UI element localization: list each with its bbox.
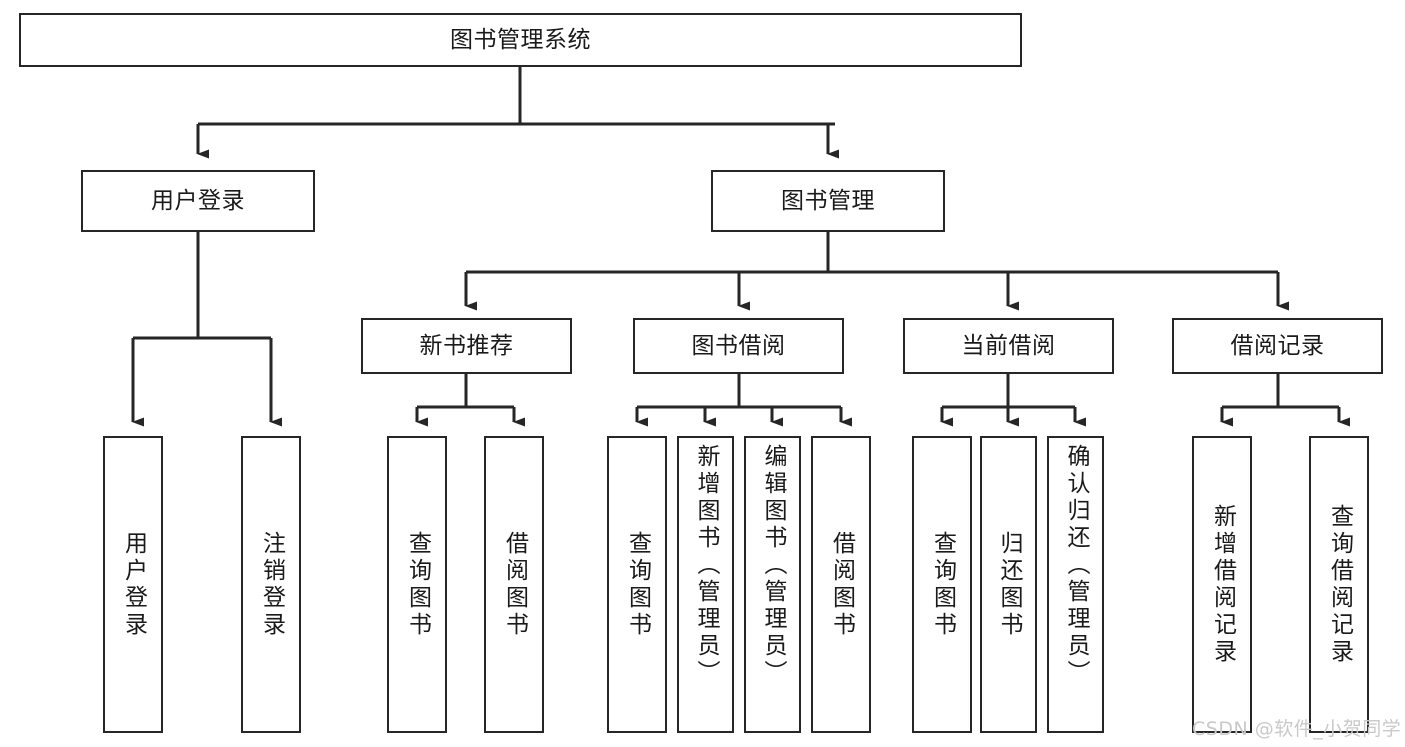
node-leaf-add-record[interactable]: 新增借阅记录 (1192, 436, 1252, 733)
node-leaf-query-book-2[interactable]: 查询图书 (607, 436, 667, 733)
node-label: 新书推荐 (419, 332, 514, 359)
node-leaf-borrow-book-2[interactable]: 借阅图书 (811, 436, 871, 733)
node-leaf-query-book-1[interactable]: 查询图书 (387, 436, 447, 733)
node-leaf-return-book[interactable]: 归还图书 (980, 436, 1037, 733)
node-leaf-add-book[interactable]: 新增图书（管理员） (677, 436, 734, 733)
node-leaf-user-login[interactable]: 用户登录 (103, 436, 163, 733)
node-book-management[interactable]: 图书管理 (711, 170, 945, 232)
node-label: 编辑图书（管理员） (760, 444, 786, 687)
node-label: 图书借阅 (691, 332, 786, 359)
node-leaf-borrow-book-1[interactable]: 借阅图书 (484, 436, 544, 733)
node-user-login[interactable]: 用户登录 (81, 170, 315, 232)
node-label: 查询图书 (929, 530, 956, 639)
node-book-borrow[interactable]: 图书借阅 (633, 318, 844, 374)
node-label: 当前借阅 (961, 332, 1056, 359)
node-label: 用户登录 (151, 187, 245, 214)
node-label: 注销登录 (258, 530, 285, 639)
node-new-book-recommend[interactable]: 新书推荐 (361, 318, 572, 374)
node-current-borrow[interactable]: 当前借阅 (903, 318, 1114, 374)
node-label: 查询图书 (404, 530, 431, 639)
node-leaf-query-record[interactable]: 查询借阅记录 (1309, 436, 1369, 733)
node-book-management-system[interactable]: 图书管理系统 (19, 13, 1022, 67)
node-leaf-query-book-3[interactable]: 查询图书 (912, 436, 972, 733)
node-label: 新增图书（管理员） (693, 444, 719, 687)
node-label: 用户登录 (120, 530, 147, 639)
node-label: 查询借阅记录 (1326, 503, 1353, 666)
node-borrow-record[interactable]: 借阅记录 (1172, 318, 1383, 374)
node-label: 借阅记录 (1230, 332, 1325, 359)
node-label: 借阅图书 (501, 530, 528, 639)
node-label: 图书管理系统 (450, 26, 591, 53)
node-label: 归还图书 (996, 530, 1022, 639)
node-leaf-edit-book[interactable]: 编辑图书（管理员） (744, 436, 801, 733)
csdn-watermark: CSDN @软件_小贺同学 (1192, 718, 1402, 740)
node-label: 查询图书 (624, 530, 651, 639)
node-leaf-confirm-return[interactable]: 确认归还（管理员） (1047, 436, 1104, 733)
node-label: 图书管理 (781, 187, 875, 214)
node-label: 确认归还（管理员） (1063, 444, 1089, 687)
node-label: 借阅图书 (828, 530, 855, 639)
node-leaf-logout-login[interactable]: 注销登录 (241, 436, 301, 733)
node-label: 新增借阅记录 (1209, 503, 1236, 666)
